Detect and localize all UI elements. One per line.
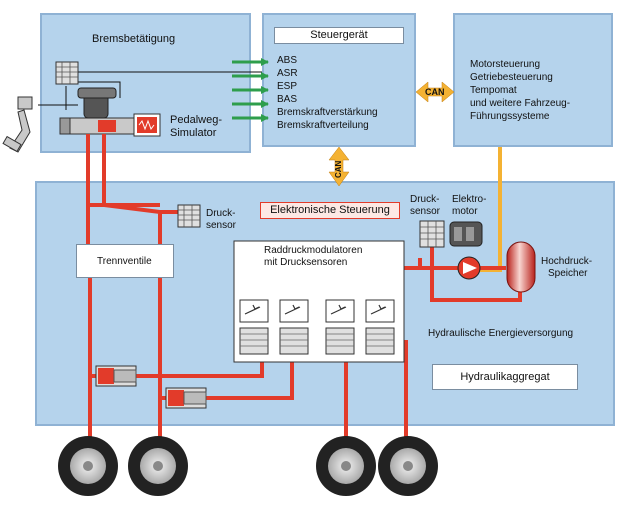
wheels [58, 436, 438, 496]
can-bus-horizontal [415, 81, 455, 103]
motor-sensor-label-2: sensor [410, 206, 441, 217]
modulator-units [239, 299, 395, 355]
motor-label-1: Elektro- [452, 194, 487, 205]
hydraulic-pump [457, 256, 481, 280]
vehicle-line-4: und weitere Fahrzeug- [470, 98, 571, 109]
function-brake-distribution: Bremskraftverteilung [277, 120, 369, 131]
can-bus-vertical [328, 146, 350, 187]
pressure-sensor-motor [419, 220, 445, 248]
simulator-label-1: Pedalweg- [170, 114, 222, 126]
pedal-travel-simulator [133, 113, 161, 137]
vehicle-line-2: Getriebesteuerung [470, 72, 553, 83]
can-label-vertical: CAN [334, 160, 343, 178]
can-label-horizontal: CAN [425, 87, 445, 97]
wheel-1 [58, 436, 118, 496]
modulators-label-1: Raddruckmodulatoren [264, 245, 363, 256]
function-bas: BAS [277, 94, 298, 105]
accumulator-label-1: Hochdruck- [541, 256, 593, 267]
wheel-4 [378, 436, 438, 496]
simulator-label-2: Simulator [170, 127, 217, 139]
wheel-cylinder-left [95, 365, 137, 387]
brake-actuation-title: Bremsbetätigung [92, 33, 176, 45]
signal-wires [38, 71, 262, 110]
vehicle-systems-panel [453, 13, 613, 147]
vehicle-systems-list: Motorsteuerung Getriebesteuerung Tempoma… [470, 58, 570, 123]
high-pressure-accumulator [506, 241, 536, 293]
master-cylinder [59, 87, 139, 135]
electric-motor [449, 221, 483, 247]
wheel-cylinder-right [165, 387, 207, 409]
control-unit-functions: ABS ASR ESP BAS Bremskraftverstärkung Br… [277, 54, 378, 132]
pressure-sensor-label-1: Druck- [206, 208, 236, 219]
modulators-label-2: mit Drucksensoren [264, 257, 350, 269]
accumulator-label-2: Speicher [548, 268, 588, 279]
vehicle-line-3: Tempomat [470, 85, 517, 96]
vehicle-line-5: Führungssysteme [470, 111, 550, 122]
pedal-sensor-block [55, 61, 79, 85]
isolation-valves-label: Trennventile [97, 256, 152, 267]
brake-pedal [2, 96, 33, 153]
wheel-3 [316, 436, 376, 496]
electronic-control-box: Elektronische Steuerung [260, 202, 400, 219]
hydraulic-aggregate-box: Hydraulikaggregat [432, 364, 578, 390]
energy-supply-label: Hydraulische Energieversorgung [428, 328, 574, 339]
isolation-valves-box: Trennventile [76, 244, 174, 278]
control-unit-title: Steuergerät [274, 27, 404, 44]
pressure-sensor-upper [177, 204, 201, 228]
pressure-sensor-label-2: sensor [206, 220, 237, 231]
can-line-motor [480, 147, 502, 272]
function-asr: ASR [277, 68, 298, 79]
vehicle-line-1: Motorsteuerung [470, 59, 541, 70]
signal-arrows [232, 58, 269, 122]
wheel-2 [128, 436, 188, 496]
function-esp: ESP [277, 81, 298, 92]
motor-sensor-label-1: Druck- [410, 194, 440, 205]
function-abs: ABS [277, 55, 298, 66]
function-brake-boost: Bremskraftverstärkung [277, 107, 378, 118]
motor-label-2: motor [452, 206, 478, 217]
